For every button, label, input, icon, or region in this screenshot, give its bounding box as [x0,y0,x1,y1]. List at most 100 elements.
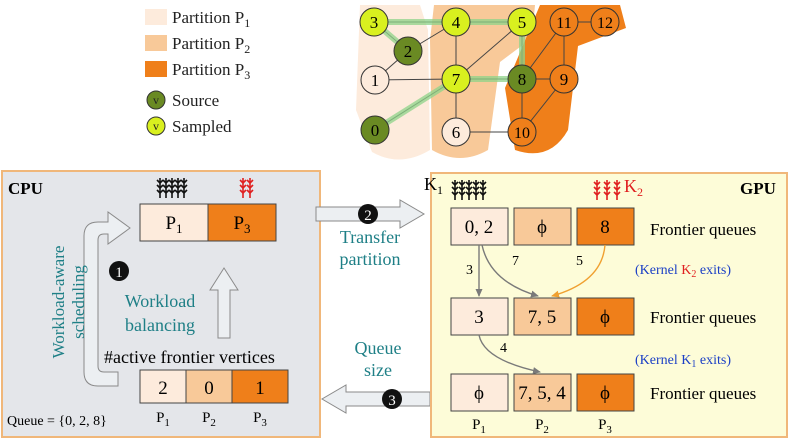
step-1-badge [109,261,129,281]
gpu-row1-p2 [513,207,572,246]
svg-text:4: 4 [452,13,461,32]
svg-text:7: 7 [452,70,461,89]
cpu-panel: CPU P1 P3 Workload-awarescheduling 1 Wor… [1,170,321,438]
scheduling-label: Workload-awarescheduling [49,246,88,359]
edge-label-5: 5 [576,254,583,269]
gpu-row1-p2-value: ϕ [537,217,547,238]
legend-label-source: Source [172,91,219,110]
gpu-row2-p2-value: 7, 5 [528,307,557,328]
svg-text:8: 8 [518,70,527,89]
svg-text:0: 0 [371,121,380,140]
svg-text:2: 2 [404,42,413,61]
edge-label-3: 3 [466,263,473,278]
svg-text:6: 6 [452,123,461,142]
gpu-row3-p3-value: ϕ [600,383,610,404]
count-value-p1: 2 [158,378,168,399]
svg-text:1: 1 [371,71,380,90]
svg-text:11: 11 [556,15,571,32]
gpu-col-label-p2: P2 [535,417,549,436]
graph: 3 4 5 11 12 2 1 7 8 9 0 6 10 [356,5,626,160]
count-label-p2: P2 [202,410,216,429]
edge-arrow-7 [481,244,539,298]
cpu-queue-label-p1: P1 [165,213,182,236]
svg-text:5: 5 [518,13,527,32]
gpu-col-label-p3: P3 [598,417,612,436]
svg-text:9: 9 [560,70,569,89]
gpu-row1-p3-value: 8 [600,217,610,238]
gpu-row2-p2 [513,297,572,336]
graph-node-3: 3 [359,7,389,37]
gpu-col-label-p1: P1 [472,417,486,436]
count-value-p3: 1 [255,378,265,399]
kernel-k2-exit-note: (Kernel K2 exits) [635,263,731,280]
graph-node-5: 5 [507,7,537,37]
legend-swatch-p1 [145,9,167,25]
legend-label-p3: Partition P3 [172,60,250,82]
gpu-row2-p3-value: ϕ [600,307,610,328]
gpu-panel: GPU K1 K2 0, 2 ϕ 8 Frontier queues 3 7, … [424,172,788,438]
legend-source-icon [146,90,166,110]
scheduling-arrow [83,211,131,387]
active-frontier-label: #active frontier vertices [104,347,275,367]
count-cell-p2 [185,369,233,404]
legend-label-p2: Partition P2 [172,34,250,56]
legend-sampled-glyph: v [153,119,159,133]
legend-label-p1: Partition P1 [172,8,250,30]
edge-label-4: 4 [500,341,507,356]
svg-text:3: 3 [370,13,379,32]
graph-node-7: 7 [441,64,471,94]
kernel-k1-label: K1 [424,174,443,197]
graph-node-6: 6 [441,117,471,147]
gpu-row3-p1 [450,373,509,412]
count-cell-p1 [139,369,187,404]
gpu-row1-p3 [576,207,635,246]
kernel-k2-label: K2 [624,176,643,199]
legend-swatch-p3 [145,61,167,77]
step-2-number: 2 [364,208,372,224]
edge-arrow-5 [551,244,606,298]
cpu-queue-cell-p1 [139,203,209,242]
frontier-label-row1: Frontier queues [650,220,756,239]
graph-node-1: 1 [360,65,390,95]
graph-node-11: 11 [549,7,579,37]
gpu-row3-p3 [576,373,635,412]
cpu-queue-cell-p3 [207,203,277,242]
kernel-k1-exit-note: (Kernel K1 exits) [635,353,731,370]
count-value-p2: 0 [204,378,214,399]
legend-sampled-icon [146,116,166,136]
graph-node-0: 0 [360,115,390,145]
gpu-row3-p2-value: 7, 5, 4 [518,383,566,404]
svg-text:12: 12 [597,15,613,32]
step-2-badge [358,204,378,224]
legend-source-glyph: v [153,93,159,107]
graph-node-2: 2 [393,36,423,66]
queue-content-label: Queue = {0, 2, 8} [7,414,107,429]
frontier-label-row3: Frontier queues [650,384,756,403]
svg-text:10: 10 [514,125,530,142]
frontier-label-row2: Frontier queues [650,308,756,327]
gpu-row2-p1 [450,297,509,336]
step-3-badge [382,389,402,409]
edge-arrow-4 [478,334,541,374]
graph-node-4: 4 [441,7,471,37]
gpu-row3-p1-value: ϕ [474,383,484,404]
count-label-p3: P3 [253,410,267,429]
gpu-row1-p1 [450,207,509,246]
legend-swatch-p2 [145,35,167,51]
graph-node-10: 10 [507,117,537,147]
count-label-p1: P1 [156,410,170,429]
legend-label-sampled: Sampled [172,117,232,136]
step-1-number: 1 [115,265,123,281]
cpu-queue-label-p3: P3 [233,213,250,236]
gpu-row2-p1-value: 3 [474,307,484,328]
balancing-arrow [209,267,239,339]
gpu-title: GPU [740,179,776,198]
cpu-title: CPU [8,179,43,198]
gpu-row1-p1-value: 0, 2 [465,217,494,238]
step-3-number: 3 [388,393,396,409]
graph-node-9: 9 [549,64,579,94]
gpu-transition-arrows [475,244,606,374]
